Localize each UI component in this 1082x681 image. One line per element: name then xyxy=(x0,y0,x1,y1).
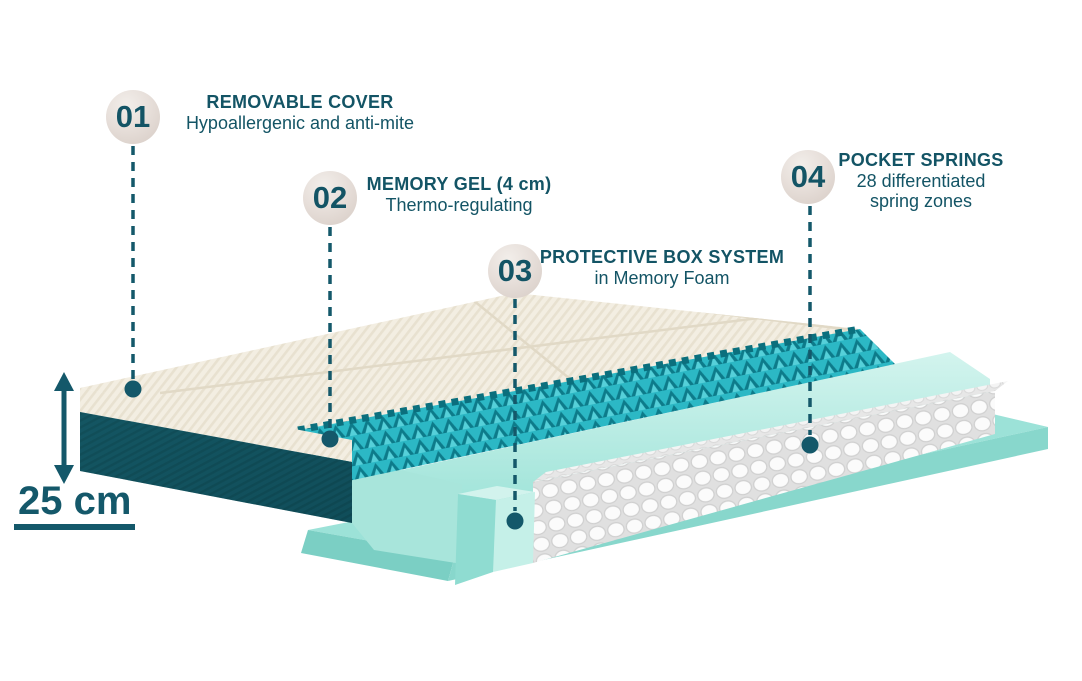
callout-03-title: PROTECTIVE BOX SYSTEM xyxy=(539,247,785,267)
leader-dot-02 xyxy=(321,430,339,448)
pocket-springs-layer xyxy=(533,381,1008,563)
callout-01-number: 01 xyxy=(106,90,160,144)
callout-02-number: 02 xyxy=(303,171,357,225)
callout-02-title: MEMORY GEL (4 cm) xyxy=(366,174,552,194)
height-measurement-label: 25 cm xyxy=(14,481,136,530)
protective-box-column xyxy=(455,486,535,585)
callout-04-subtitle: 28 differentiated spring zones xyxy=(856,171,986,211)
callout-04-title: POCKET SPRINGS xyxy=(838,150,1004,170)
callout-04-number: 04 xyxy=(781,150,835,204)
protective-box-rim xyxy=(337,352,990,514)
callout-04: POCKET SPRINGS 28 differentiated spring … xyxy=(838,150,1003,211)
callout-01-title: REMOVABLE COVER xyxy=(206,92,394,112)
leader-dot-01 xyxy=(124,380,142,398)
callout-03-subtitle: in Memory Foam xyxy=(594,268,730,288)
leader-dot-04 xyxy=(801,436,819,454)
callout-02-subtitle: Thermo-regulating xyxy=(385,195,533,215)
callout-03-number: 03 xyxy=(488,244,542,298)
callout-03: PROTECTIVE BOX SYSTEM in Memory Foam xyxy=(540,247,784,288)
protective-box-front xyxy=(352,459,462,564)
callout-01-subtitle: Hypoallergenic and anti-mite xyxy=(185,113,415,133)
callout-01: REMOVABLE COVER Hypoallergenic and anti-… xyxy=(186,92,414,133)
leader-dot-03 xyxy=(506,512,524,530)
removable-cover-band xyxy=(80,388,352,462)
memory-gel-layer xyxy=(297,325,895,486)
height-arrow xyxy=(54,372,74,484)
callout-02: MEMORY GEL (4 cm) Thermo-regulating xyxy=(367,174,552,215)
side-fabric-shade xyxy=(80,412,352,523)
